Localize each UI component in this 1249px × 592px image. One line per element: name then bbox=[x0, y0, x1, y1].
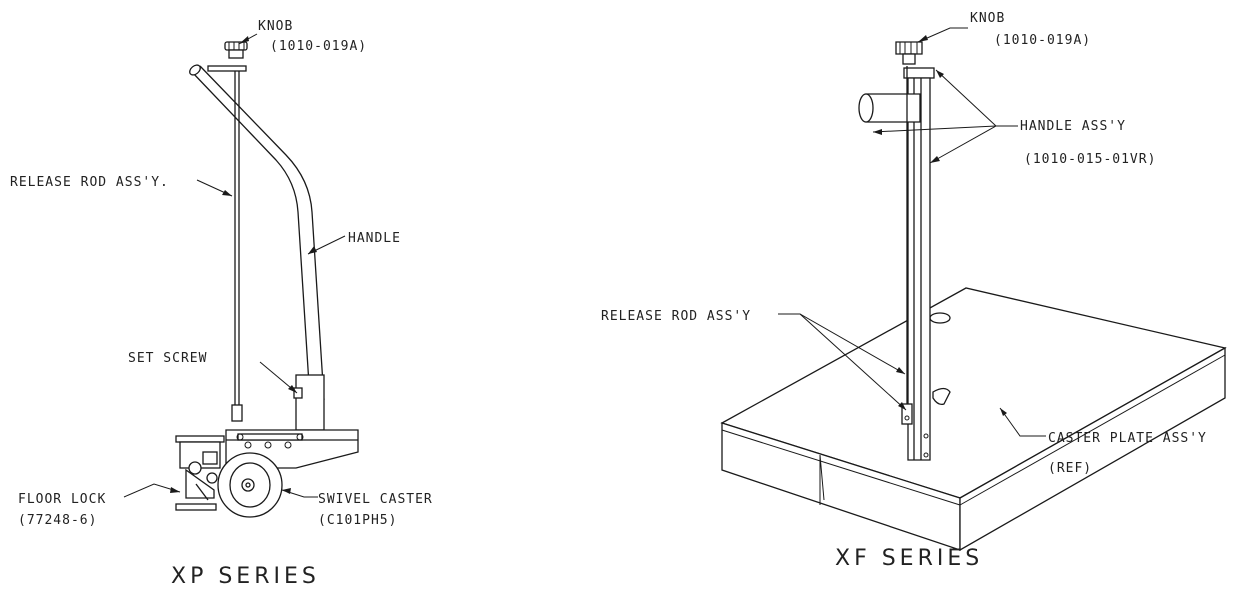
xf-knob-label: KNOB bbox=[970, 11, 1005, 26]
xf-caster-plate-label: CASTER PLATE ASS'Y bbox=[1048, 431, 1207, 446]
xp-floor-lock-icon bbox=[175, 435, 225, 511]
xf-release-rod bbox=[901, 66, 913, 425]
xf-handle-assy-part-label: (1010-015-01VR) bbox=[1024, 152, 1156, 167]
xp-handle bbox=[189, 64, 325, 401]
xp-knob-label: KNOB bbox=[258, 19, 293, 34]
xp-release-rod bbox=[231, 68, 243, 422]
xp-swivel-caster-icon bbox=[217, 452, 283, 518]
xp-release-rod-label: RELEASE ROD ASS'Y. bbox=[10, 175, 169, 190]
xp-series-drawing: KNOB (1010-019A) RELEASE ROD ASS'Y. HAND… bbox=[10, 19, 433, 589]
xf-knob-icon bbox=[895, 41, 923, 65]
xp-leaders bbox=[123, 33, 346, 498]
xf-handle-assy-label: HANDLE ASS'Y bbox=[1020, 119, 1126, 134]
xp-swivel-caster-label: SWIVEL CASTER bbox=[318, 492, 433, 507]
xf-release-rod-label: RELEASE ROD ASS'Y bbox=[601, 309, 751, 324]
xf-knob-part-label: (1010-019A) bbox=[994, 33, 1091, 48]
xp-series-title: XP SERIES bbox=[171, 564, 320, 589]
xf-series-title: XF SERIES bbox=[835, 546, 983, 571]
xf-caster-plate bbox=[720, 287, 1227, 552]
xf-caster-plate-ref-label: (REF) bbox=[1048, 461, 1092, 476]
xp-swivel-caster-part-label: (C101PH5) bbox=[318, 513, 397, 528]
xp-floor-lock-label: FLOOR LOCK bbox=[18, 492, 106, 507]
xf-series-drawing: KNOB (1010-019A) HANDLE ASS'Y (1010-015-… bbox=[601, 11, 1227, 571]
xp-floor-lock-part-label: (77248-6) bbox=[18, 513, 97, 528]
xp-knob-icon bbox=[207, 41, 248, 72]
xp-knob-part-label: (1010-019A) bbox=[270, 39, 367, 54]
xp-set-screw-label: SET SCREW bbox=[128, 351, 207, 366]
xf-leaders bbox=[778, 27, 1046, 437]
xp-handle-label: HANDLE bbox=[348, 231, 401, 246]
xp-handle-bracket bbox=[293, 374, 325, 431]
